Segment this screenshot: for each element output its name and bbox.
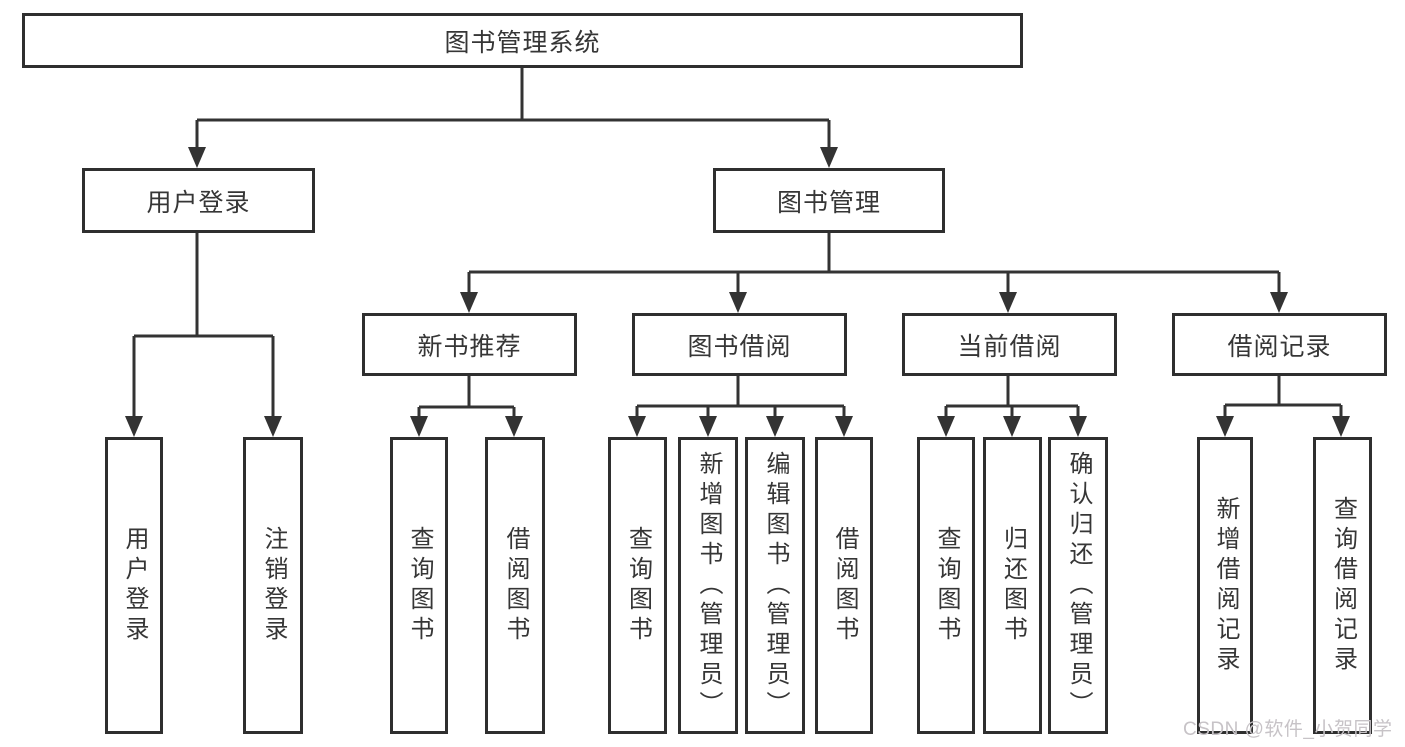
node-borrow-record: 借阅记录 [1172, 313, 1387, 376]
leaf-borrow-books: 借阅图书 [815, 437, 873, 734]
edge-current-borrow-to-leaves [944, 376, 1080, 421]
arrowheads [125, 147, 1350, 437]
node-label: 查询图书 [406, 525, 433, 646]
node-label: 借阅记录 [1227, 332, 1332, 361]
node-book-management: 图书管理 [713, 168, 945, 233]
leaf-edit-books-admin: 编辑图书（管理员） [745, 437, 805, 734]
node-library-management-system: 图书管理系统 [22, 13, 1023, 68]
node-current-borrow: 当前借阅 [902, 313, 1117, 376]
node-label: 确认归还（管理员） [1065, 450, 1092, 721]
node-label: 新增借阅记录 [1212, 495, 1239, 676]
edge-new-book-recommend-to-leaves [417, 376, 516, 421]
node-label: 借阅图书 [502, 525, 529, 646]
node-label: 图书管理 [776, 188, 881, 217]
node-label: 图书借阅 [687, 332, 792, 361]
node-label: 用户登录 [146, 188, 251, 217]
edge-book-management-to-level3 [467, 233, 1281, 297]
leaf-query-borrow-record: 查询借阅记录 [1313, 437, 1372, 734]
edge-book-borrow-to-leaves [635, 376, 846, 421]
node-label: 用户登录 [121, 525, 148, 646]
leaf-query-books-recommend: 查询图书 [390, 437, 448, 734]
leaf-logout: 注销登录 [243, 437, 303, 734]
leaf-user-login: 用户登录 [105, 437, 163, 734]
edge-root-to-level2 [195, 68, 831, 152]
node-label: 查询图书 [933, 525, 960, 646]
node-label: 当前借阅 [957, 332, 1062, 361]
edge-borrow-record-to-leaves [1223, 376, 1343, 421]
leaf-add-books-admin: 新增图书（管理员） [678, 437, 738, 734]
node-label: 归还图书 [999, 525, 1027, 646]
node-label: 借阅图书 [831, 525, 858, 646]
node-label: 查询图书 [624, 525, 652, 646]
leaf-borrow-books-recommend: 借阅图书 [485, 437, 545, 734]
node-label: 新书推荐 [417, 332, 522, 361]
leaf-query-books-borrow: 查询图书 [608, 437, 667, 734]
node-label: 查询借阅记录 [1329, 495, 1357, 676]
leaf-return-books: 归还图书 [983, 437, 1042, 734]
node-user-login: 用户登录 [82, 168, 315, 233]
node-book-borrow: 图书借阅 [632, 313, 847, 376]
node-new-book-recommend: 新书推荐 [362, 313, 577, 376]
leaf-query-books-current: 查询图书 [917, 437, 975, 734]
node-label: 编辑图书（管理员） [762, 450, 789, 721]
node-label: 图书管理系统 [444, 28, 601, 57]
csdn-watermark: CSDN @软件_小贺同学 [1183, 719, 1393, 740]
node-label: 注销登录 [260, 525, 287, 646]
leaf-add-borrow-record: 新增借阅记录 [1197, 437, 1253, 734]
node-label: 新增图书（管理员） [695, 450, 722, 721]
leaf-confirm-return-admin: 确认归还（管理员） [1048, 437, 1108, 734]
edge-user-login-to-leaves [132, 233, 275, 421]
